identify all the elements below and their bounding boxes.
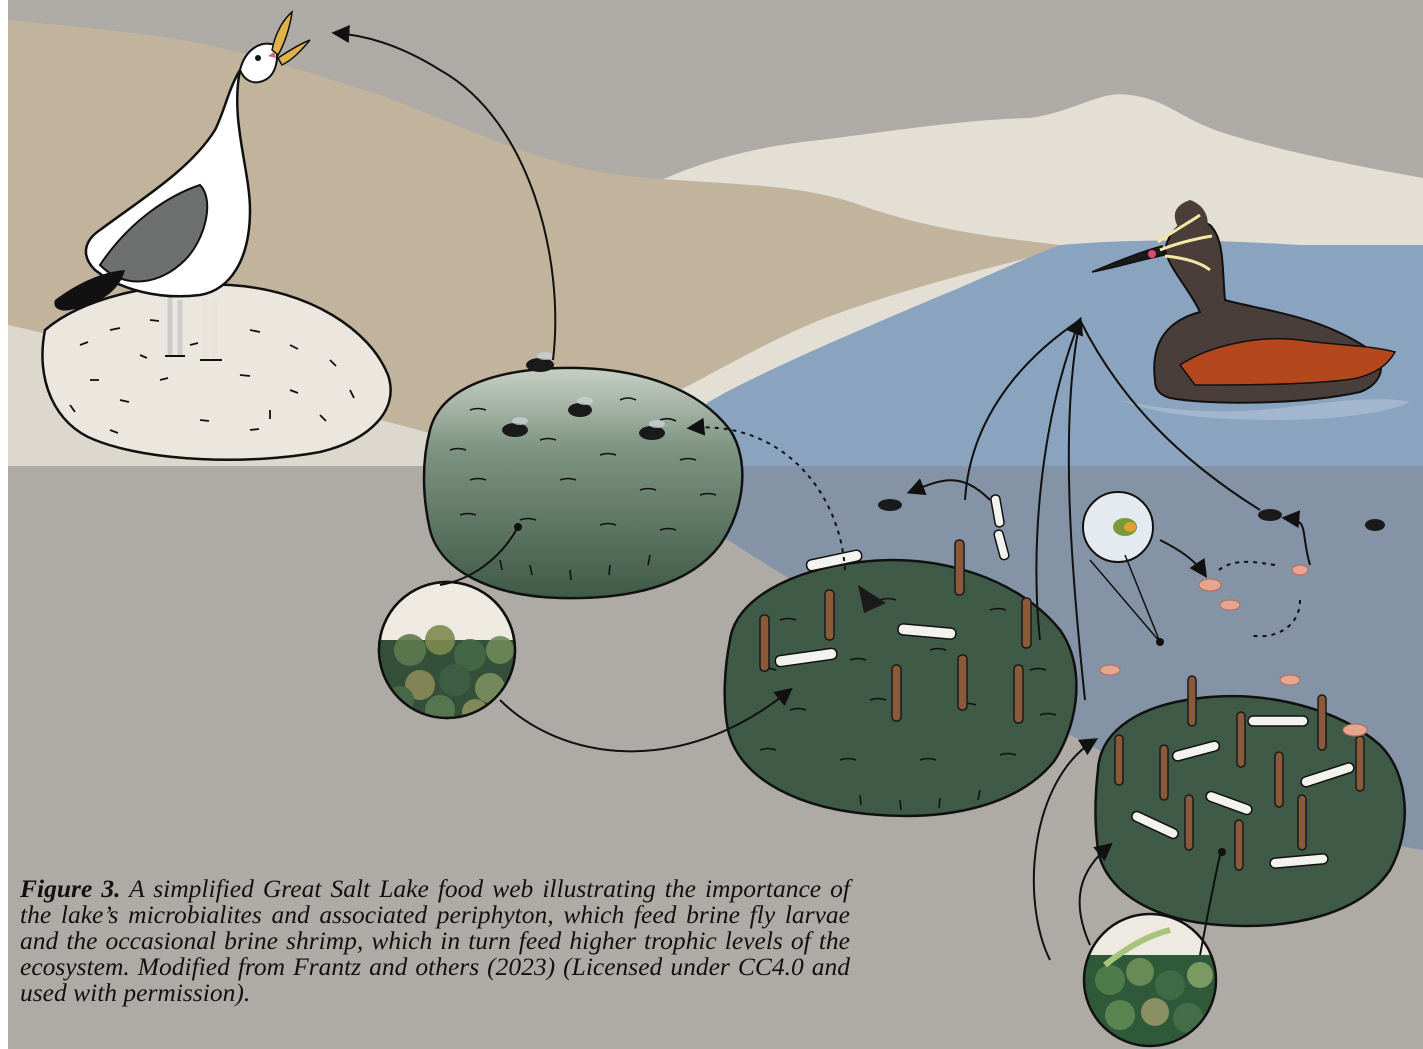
- caption-text: A simplified Great Salt Lake food web il…: [20, 874, 850, 1007]
- figure-label: Figure 3.: [20, 874, 120, 903]
- figure-caption: Figure 3. A simplified Great Salt Lake f…: [20, 876, 850, 1006]
